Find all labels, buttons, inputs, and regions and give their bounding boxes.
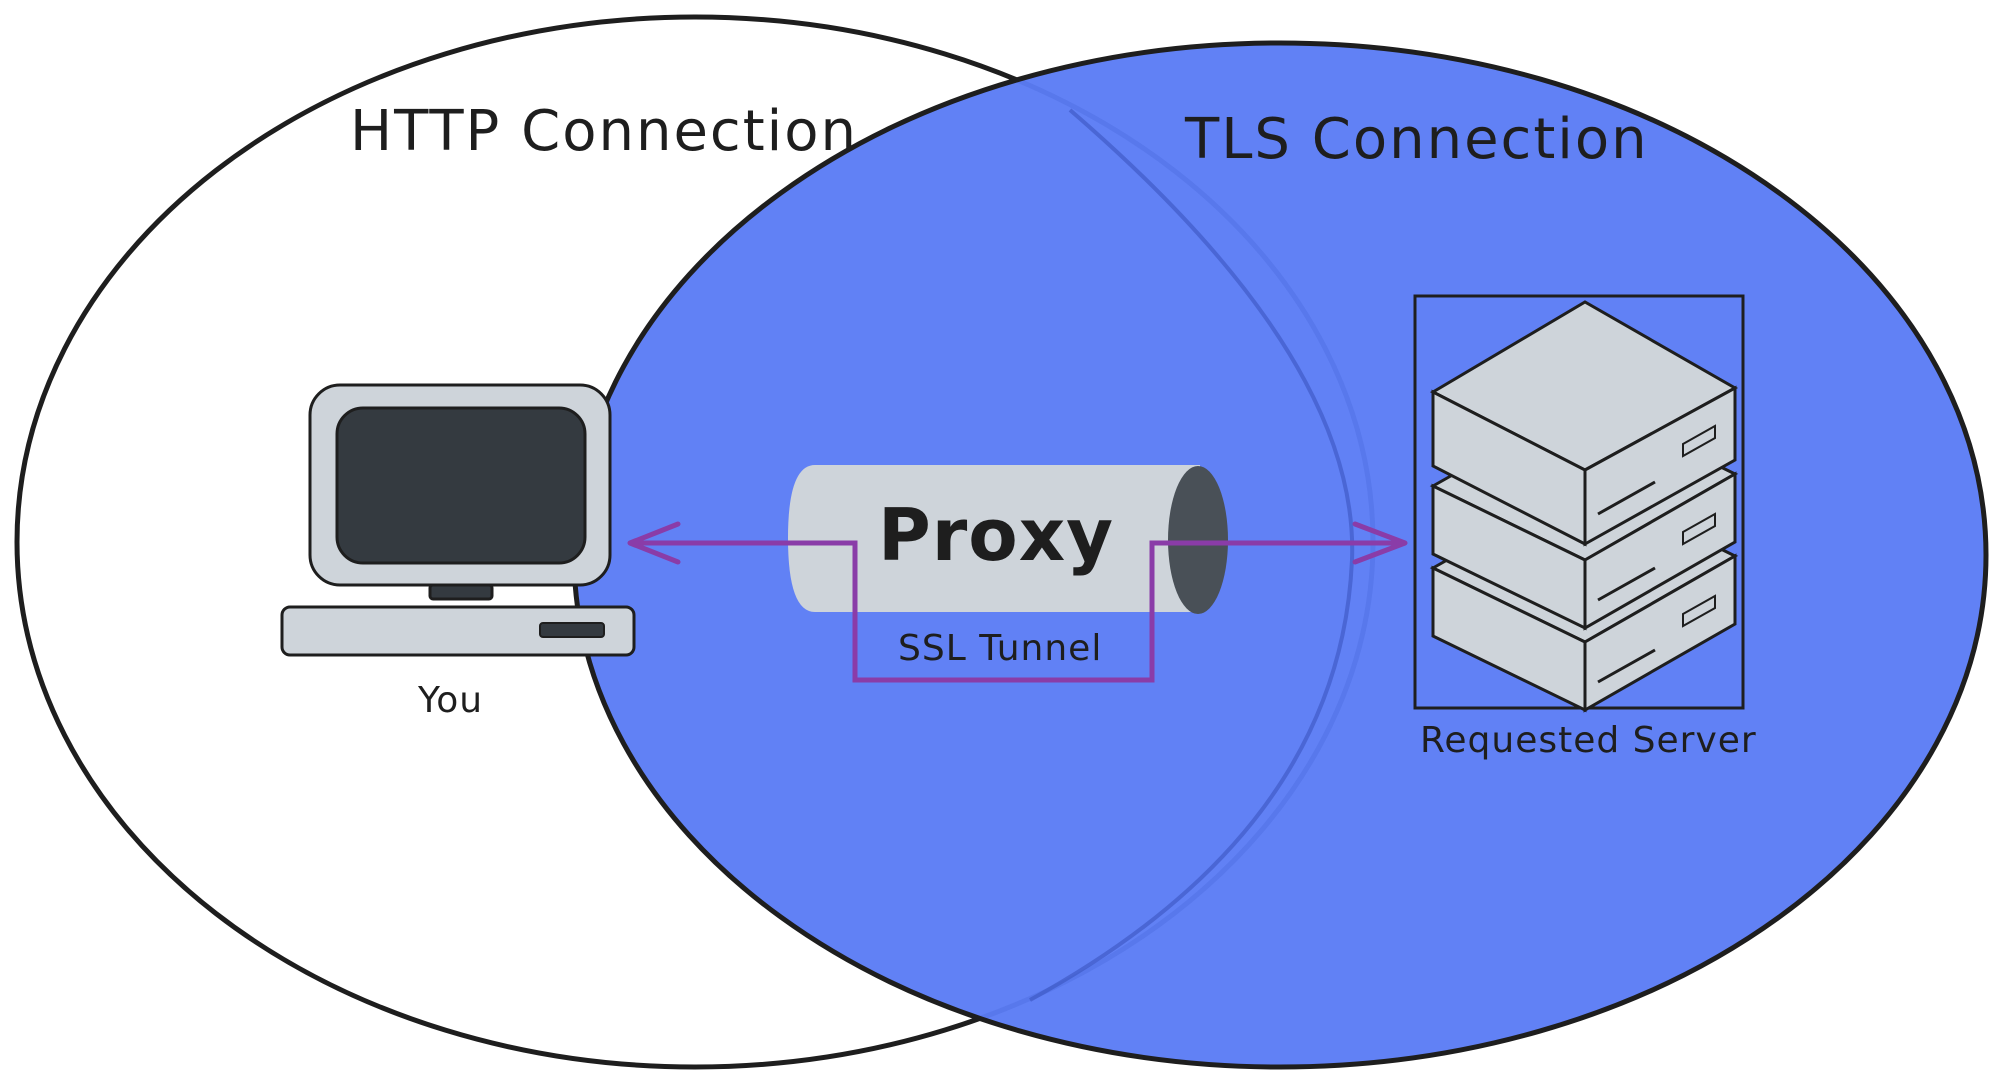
proxy-pipe-icon: [788, 465, 1228, 614]
arrow-right-icon: [1352, 521, 1408, 565]
server-stack-icon: [1413, 294, 1745, 713]
computer-base: [280, 605, 636, 657]
tls-connection-title: TLS Connection: [1184, 107, 1649, 172]
arrow-left-icon: [627, 521, 681, 565]
drive-slot: [539, 622, 605, 638]
http-connection-title: HTTP Connection: [350, 99, 858, 164]
proxy-pipe-end: [1168, 466, 1228, 614]
monitor-stand: [428, 583, 494, 601]
ssl-tunnel-label: SSL Tunnel: [898, 628, 1102, 669]
you-label: You: [417, 680, 483, 721]
tls-connection-ellipse: [571, 40, 1989, 1070]
server-unit-top: [1429, 300, 1739, 547]
requested-server-label: Requested Server: [1420, 720, 1757, 761]
computer-icon: [280, 383, 636, 657]
monitor-screen: [335, 406, 587, 565]
tunnel-line: [630, 540, 1400, 683]
proxy-pipe-body: [788, 465, 1200, 612]
ssl-tunnel-path: [627, 521, 1408, 683]
proxy-label: Proxy: [878, 493, 1114, 577]
http-ellipse-overlap-edge: [1029, 108, 1355, 1002]
